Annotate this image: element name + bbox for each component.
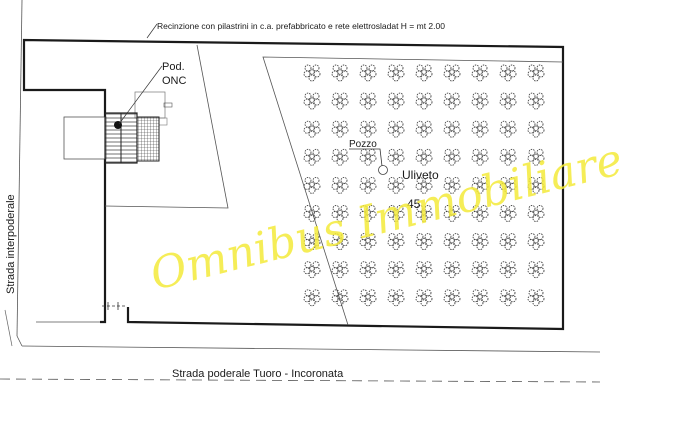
olive-tree-icon xyxy=(527,233,545,251)
olive-tree-icon xyxy=(415,148,433,166)
olive-tree-icon xyxy=(443,233,461,251)
olive-tree-icon xyxy=(527,205,545,222)
left-road-label: Strada interpoderale xyxy=(5,194,17,294)
olive-tree-icon xyxy=(499,289,517,307)
olive-tree-icon xyxy=(499,92,517,110)
olive-tree-icon xyxy=(527,92,545,110)
olive-tree-icon xyxy=(471,148,489,166)
olive-tree-icon xyxy=(331,64,349,82)
olive-tree-icon xyxy=(443,289,461,307)
well-symbol xyxy=(378,165,388,175)
olive-tree-icon xyxy=(331,176,349,194)
olive-tree-icon xyxy=(415,261,433,279)
fence-perimeter xyxy=(22,38,565,331)
olive-tree-icon xyxy=(443,120,461,138)
olive-tree-icon xyxy=(415,120,433,138)
olive-tree-icon xyxy=(471,289,489,307)
olive-tree-icon xyxy=(331,148,349,166)
olive-tree-icon xyxy=(499,64,517,82)
building-marker-dot xyxy=(114,121,122,129)
watermark: Omnibus Immobiliare xyxy=(145,134,627,301)
olive-grove-label: Uliveto xyxy=(402,168,439,182)
olive-tree-icon xyxy=(443,92,461,110)
olive-tree-icon xyxy=(387,148,405,166)
well-label: Pozzo xyxy=(349,139,377,150)
yard-boundary xyxy=(104,44,229,209)
olive-tree-icon xyxy=(471,261,489,279)
olive-tree-icon xyxy=(387,289,405,307)
olive-tree-icon xyxy=(415,92,433,110)
olive-tree-icon xyxy=(471,233,489,251)
olive-tree-icon xyxy=(303,120,321,138)
olive-tree-icon xyxy=(443,64,461,82)
olive-tree-icon xyxy=(499,120,517,138)
olive-tree-icon xyxy=(331,289,349,307)
olive-tree-icon xyxy=(303,148,321,166)
olive-tree-icon xyxy=(387,64,405,82)
building-label-pod: Pod. xyxy=(162,61,185,73)
olive-tree-icon xyxy=(331,261,349,279)
strada-interpoderale-edges xyxy=(4,0,601,353)
olive-tree-icon xyxy=(527,261,545,279)
olive-tree-icon xyxy=(303,289,321,307)
olive-tree-icon xyxy=(415,64,433,82)
olive-tree-icon xyxy=(387,92,405,110)
olive-tree-icon xyxy=(303,176,321,194)
olive-tree-icon xyxy=(359,261,377,279)
fence-note-pointer xyxy=(146,23,158,39)
olive-tree-icon xyxy=(387,261,405,279)
olive-tree-icon xyxy=(303,92,321,110)
olive-tree-icon xyxy=(359,176,377,194)
olive-tree-icon xyxy=(499,261,517,279)
olive-tree-icon xyxy=(527,289,545,307)
olive-tree-icon xyxy=(443,261,461,279)
olive-grove-boundary xyxy=(262,56,564,326)
strada-poderale-edge xyxy=(0,378,601,383)
olive-tree-icon xyxy=(359,148,377,166)
bottom-road-label: Strada poderale Tuoro - Incoronata xyxy=(172,368,344,380)
olive-tree-icon xyxy=(331,120,349,138)
olive-tree-icon xyxy=(471,92,489,110)
olive-tree-icon xyxy=(499,233,517,251)
fence-note: Recinzione con pilastrini in c.a. prefab… xyxy=(157,21,445,31)
olive-tree-icon xyxy=(303,261,321,279)
farmhouse-pod-onc xyxy=(63,65,173,164)
olive-tree-icon xyxy=(303,64,321,82)
olive-tree-icon xyxy=(387,120,405,138)
olive-tree-icon xyxy=(359,64,377,82)
olive-tree-icon xyxy=(527,64,545,82)
olive-tree-icon xyxy=(359,92,377,110)
olive-tree-icon xyxy=(443,148,461,166)
olive-tree-icon xyxy=(415,289,433,307)
olive-tree-icon xyxy=(331,92,349,110)
olive-tree-icon xyxy=(471,64,489,82)
olive-tree-icon xyxy=(471,120,489,138)
well-leader-line xyxy=(349,148,383,167)
olive-tree-icon xyxy=(527,120,545,138)
olive-tree-icon xyxy=(359,120,377,138)
building-label-onc: ONC xyxy=(162,75,187,87)
olive-tree-icon xyxy=(359,289,377,307)
olive-tree-icon xyxy=(415,233,433,251)
parcel-number: 45 xyxy=(407,197,421,211)
